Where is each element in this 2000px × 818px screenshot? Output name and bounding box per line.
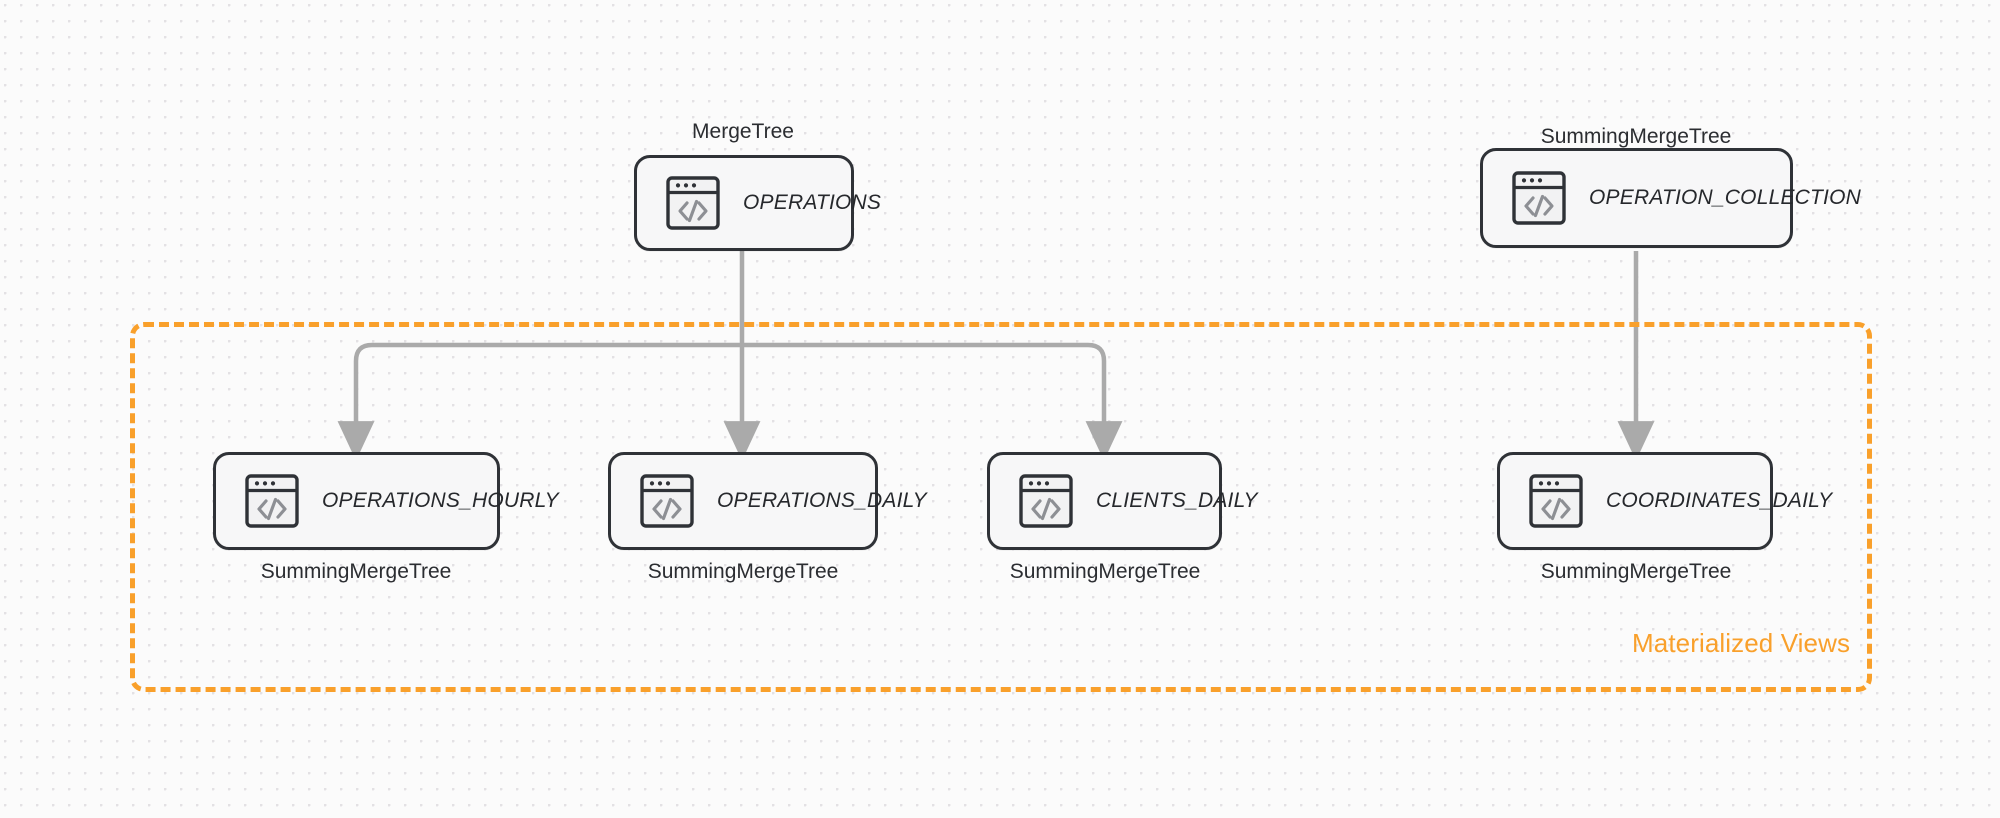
materialized-views-group-label: Materialized Views: [1632, 628, 1851, 658]
code-window-icon: [1511, 169, 1567, 227]
engine-caption-clients-daily: SummingMergeTree: [1009, 560, 1201, 583]
code-window-icon: [244, 472, 300, 530]
node-operations-hourly-label: OPERATIONS_HOURLY: [322, 489, 559, 512]
node-operations-label: OPERATIONS: [743, 191, 882, 214]
node-clients-daily-label: CLIENTS_DAILY: [1096, 489, 1258, 512]
node-operations-daily[interactable]: OPERATIONS_DAILY: [608, 452, 927, 550]
node-operations[interactable]: OPERATIONS: [634, 155, 881, 251]
node-operation-collection-label: OPERATION_COLLECTION: [1589, 186, 1861, 209]
engine-caption-operations-hourly: SummingMergeTree: [260, 560, 452, 583]
node-coordinates-daily-label: COORDINATES_DAILY: [1606, 489, 1833, 512]
node-clients-daily[interactable]: CLIENTS_DAILY: [987, 452, 1258, 550]
engine-caption-coordinates-daily: SummingMergeTree: [1540, 560, 1732, 583]
engine-caption-operation-collection: SummingMergeTree: [1540, 125, 1732, 148]
node-coordinates-daily[interactable]: COORDINATES_DAILY: [1497, 452, 1832, 550]
node-operations-hourly[interactable]: OPERATIONS_HOURLY: [213, 452, 559, 550]
code-window-icon: [1528, 472, 1584, 530]
materialized-views-group: [130, 322, 1872, 692]
engine-caption-operations: MergeTree: [692, 120, 794, 143]
code-window-icon: [1018, 472, 1074, 530]
code-window-icon: [639, 472, 695, 530]
node-operation-collection[interactable]: OPERATION_COLLECTION: [1480, 148, 1861, 248]
node-operations-daily-label: OPERATIONS_DAILY: [717, 489, 927, 512]
engine-caption-operations-daily: SummingMergeTree: [647, 560, 839, 583]
code-window-icon: [665, 174, 721, 232]
